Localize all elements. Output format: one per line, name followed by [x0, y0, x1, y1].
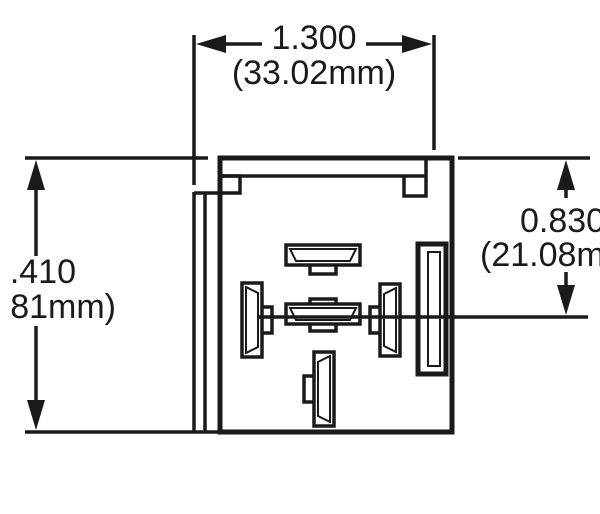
width-mm-label: (33.02mm) — [232, 54, 396, 92]
terminal-right-bevel — [383, 286, 397, 354]
height-inches-label: .410 — [10, 253, 76, 291]
relay-body — [188, 155, 455, 435]
offset-inches-label: 0.830 — [520, 202, 600, 240]
width-arrowhead-left — [196, 35, 226, 53]
terminal-top — [284, 243, 362, 276]
terminal-center-neck — [308, 324, 338, 333]
terminal-bottom-bevel — [317, 354, 331, 424]
terminal-center-blade — [284, 302, 362, 326]
width-arrowhead-right — [402, 35, 432, 53]
terminal-offset-dimension: 0.830 (21.08m — [258, 156, 600, 319]
offset-arrowhead-bottom — [557, 285, 575, 315]
terminal-top-neck — [308, 265, 338, 276]
housing-outline — [217, 155, 455, 435]
terminal-bottom-neck — [302, 374, 314, 404]
corner-tab-right — [402, 160, 428, 198]
terminal-bottom — [302, 350, 336, 428]
terminal-center — [284, 297, 362, 333]
terminal-top-blade — [284, 243, 362, 267]
terminal-center-top-neck — [308, 297, 338, 304]
width-inches-label: 1.300 — [271, 19, 356, 57]
corner-tab-left — [222, 174, 242, 195]
terminal-center-bevel — [288, 307, 358, 321]
terminal-top-bevel — [288, 248, 358, 262]
side-terminal-outer — [415, 241, 449, 377]
terminals — [240, 243, 402, 428]
height-arrowhead-bottom — [27, 400, 45, 430]
terminal-left-blade — [240, 281, 264, 359]
side-terminal-inner — [427, 251, 441, 367]
height-arrowhead-top — [27, 160, 45, 190]
terminal-bottom-blade — [312, 350, 336, 428]
offset-mm-label: (21.08m — [480, 236, 600, 274]
terminal-left — [240, 281, 274, 359]
terminal-right — [368, 282, 402, 358]
height-dimension: .410 81mm) — [10, 156, 208, 434]
offset-arrowhead-top — [557, 160, 575, 190]
terminal-left-bevel — [245, 285, 259, 355]
width-dimension: 1.300 (33.02mm) — [192, 19, 436, 185]
terminal-right-neck — [368, 305, 380, 335]
terminal-left-neck — [262, 305, 274, 335]
terminal-right-blade — [378, 282, 402, 358]
height-mm-label: 81mm) — [10, 288, 116, 326]
